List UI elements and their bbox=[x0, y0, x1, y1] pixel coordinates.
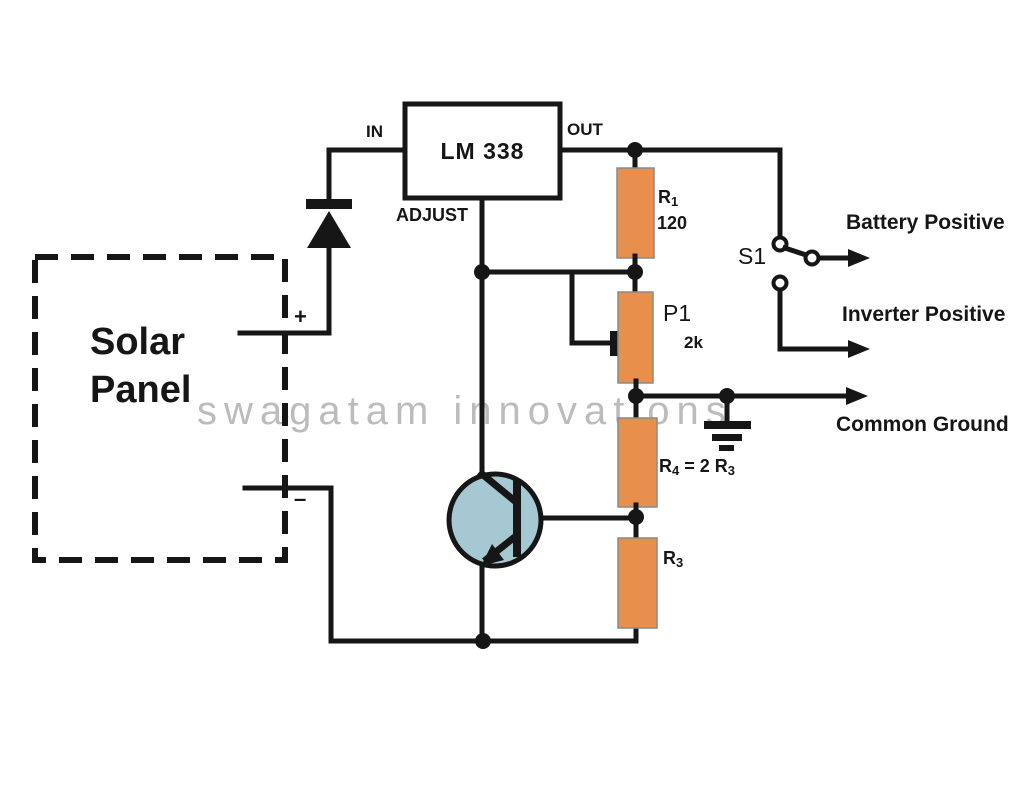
plus-terminal-label: + bbox=[294, 304, 307, 329]
r4-sub: 4 bbox=[672, 462, 680, 478]
r1-value-label: 120 bbox=[657, 213, 688, 233]
switch-s1-label: S1 bbox=[738, 243, 767, 269]
r1-label: R1 bbox=[658, 187, 679, 209]
r4-mid: = 2 R bbox=[679, 456, 728, 476]
common-ground-label: Common Ground bbox=[836, 413, 1009, 436]
r3-sub: 3 bbox=[676, 554, 684, 570]
solar-panel-box bbox=[32, 254, 288, 563]
r3-label: R3 bbox=[663, 548, 684, 570]
in-wire bbox=[326, 147, 407, 203]
regulator-label: LM 338 bbox=[440, 137, 525, 164]
ground-symbol-icon bbox=[704, 421, 751, 429]
r1-sub: 1 bbox=[671, 193, 679, 209]
minus-terminal-label: – bbox=[294, 486, 307, 511]
ground-bar-3 bbox=[719, 445, 734, 451]
battery-positive-arrow bbox=[848, 249, 870, 267]
r3-body bbox=[617, 537, 658, 629]
solar-panel-label: Solar Panel bbox=[90, 318, 191, 414]
transistor-collector-lead bbox=[477, 469, 521, 507]
r4-sub2: 3 bbox=[727, 462, 735, 478]
switch-blade bbox=[781, 244, 810, 259]
inverter-positive-arrow bbox=[848, 340, 870, 358]
inverter-positive-label: Inverter Positive bbox=[842, 303, 1006, 326]
inverter-positive-wire bbox=[777, 287, 852, 352]
battery-positive-label: Battery Positive bbox=[846, 211, 1005, 234]
r1-body bbox=[616, 167, 655, 259]
r1-prefix: R bbox=[658, 187, 671, 207]
p1-label: P1 bbox=[663, 300, 692, 326]
pin-out-label: OUT bbox=[567, 120, 603, 139]
p1-value-label: 2k bbox=[684, 333, 703, 352]
solar-panel-line2: Panel bbox=[90, 369, 192, 411]
regulator-box bbox=[402, 101, 563, 201]
transistor-base-bar bbox=[513, 479, 521, 557]
r4-equation-label: R4 = 2 R3 bbox=[659, 456, 735, 478]
p1-body bbox=[617, 291, 654, 384]
p1-wiper-bar bbox=[610, 331, 618, 356]
p1-wiper-wire bbox=[569, 269, 614, 346]
r4-prefix: R bbox=[659, 456, 672, 476]
diode-icon bbox=[307, 211, 351, 248]
junction-dot-emitter bbox=[475, 633, 491, 649]
r4-body bbox=[617, 417, 658, 508]
diode-cathode-bar bbox=[306, 199, 352, 209]
pin-adjust-label: ADJUST bbox=[396, 205, 469, 225]
solar-positive-wire bbox=[237, 247, 332, 336]
pin-in-label: IN bbox=[366, 122, 383, 141]
transistor-emitter-arrow bbox=[481, 544, 504, 566]
common-ground-arrow bbox=[846, 387, 868, 405]
r3-prefix: R bbox=[663, 548, 676, 568]
solar-panel-line1: Solar bbox=[90, 321, 186, 363]
negative-rail-wire bbox=[242, 485, 639, 644]
ground-bar-2 bbox=[712, 434, 742, 441]
